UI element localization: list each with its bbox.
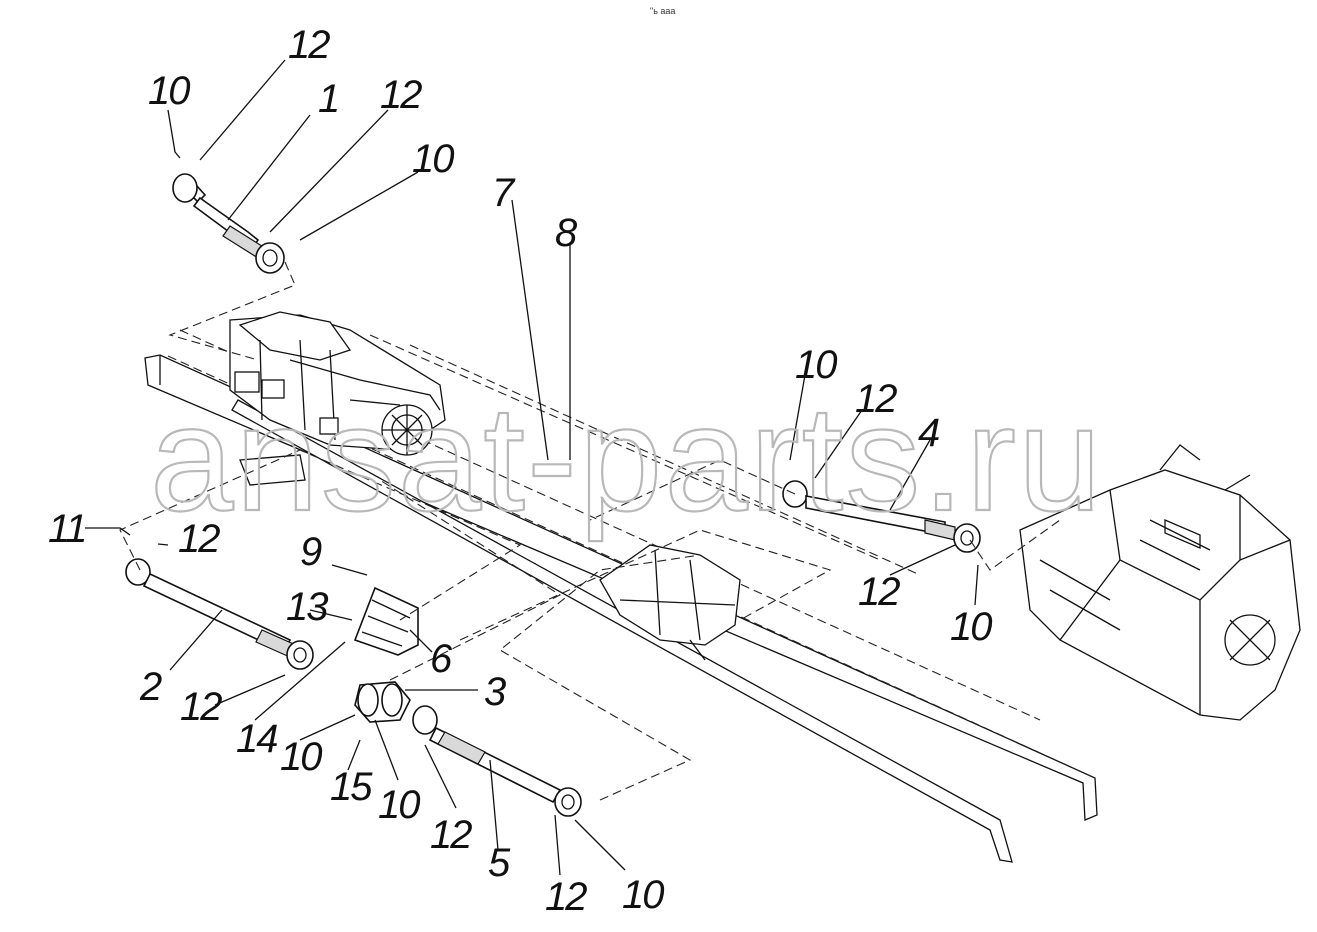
sheet-code: "ь ааа — [650, 6, 675, 16]
callout-5: 5 — [488, 841, 511, 885]
callout-10-right: 10 — [795, 343, 837, 387]
callout-4: 4 — [918, 411, 939, 455]
callout-10-top-right: 10 — [412, 137, 454, 181]
callout-12-right-lower: 12 — [858, 570, 900, 614]
callout-12-top-right: 12 — [380, 73, 422, 117]
shaft-5 — [412, 705, 582, 817]
callout-8: 8 — [555, 211, 578, 255]
callout-6: 6 — [430, 637, 453, 681]
mid-support-bracket — [599, 544, 741, 661]
shaft-1 — [172, 173, 285, 274]
callout-10-bottom: 10 — [378, 783, 420, 827]
callout-9: 9 — [300, 530, 322, 574]
callout-10-right-lower: 10 — [950, 605, 992, 649]
transfer-case-assembly — [229, 311, 446, 486]
callout-12-bottom-right: 12 — [545, 875, 587, 919]
assembly-dashed-lines — [119, 261, 1061, 801]
bracket-6 — [353, 586, 419, 656]
callout-12-right: 12 — [855, 377, 897, 421]
callout-12-bottom: 12 — [430, 813, 472, 857]
callout-13: 13 — [286, 585, 328, 629]
engine-assembly — [1019, 444, 1301, 721]
callout-10-bottom-left: 10 — [280, 735, 322, 779]
callout-15: 15 — [330, 765, 373, 809]
callout-11: 11 — [48, 507, 86, 551]
callout-10-top-left: 10 — [148, 69, 190, 113]
callout-1: 1 — [318, 77, 338, 121]
callout-10-bottom-right: 10 — [622, 873, 664, 917]
callout-12-left-lower: 12 — [180, 685, 222, 729]
callout-12-top: 12 — [288, 23, 330, 67]
callout-12-left: 12 — [178, 517, 220, 561]
shaft-2 — [125, 558, 314, 670]
callout-2: 2 — [139, 665, 162, 709]
callout-3: 3 — [484, 670, 506, 714]
callout-14: 14 — [236, 717, 277, 761]
watermark: ansat-parts.ru — [150, 374, 1103, 542]
leader-lines — [85, 59, 979, 876]
callout-7: 7 — [492, 171, 516, 215]
intermediate-bearing-3 — [354, 681, 411, 723]
